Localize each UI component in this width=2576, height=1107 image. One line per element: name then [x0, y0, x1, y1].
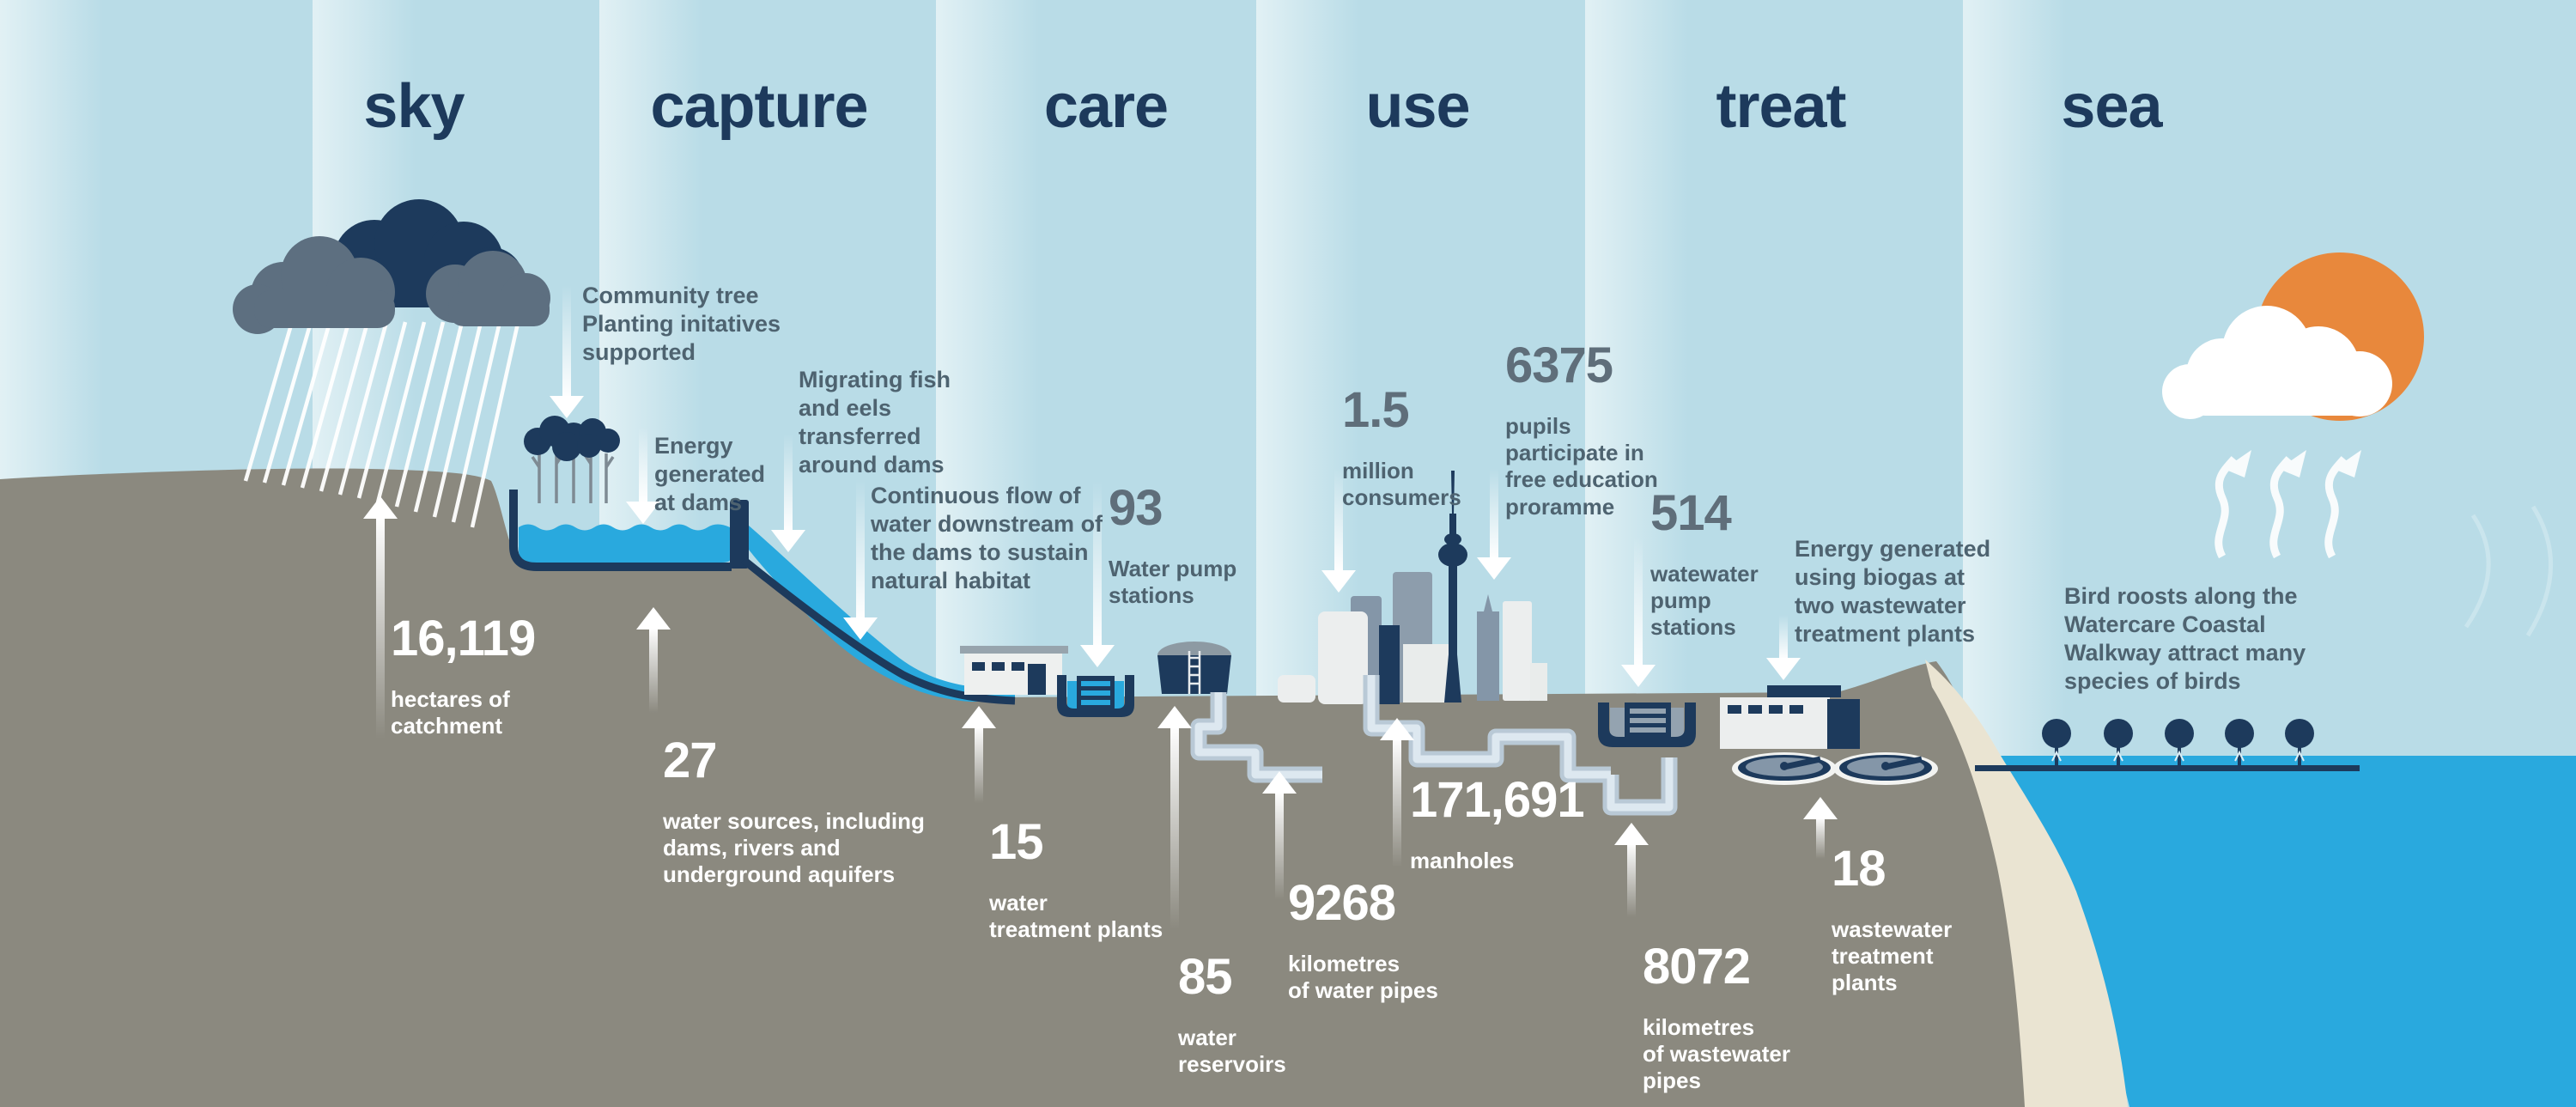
stat-water-treatment-plants-label: water treatment plants — [989, 890, 1163, 943]
stat-manholes: 171,691 manholes — [1410, 761, 1585, 890]
water-pump-station-icon — [1057, 675, 1134, 717]
stat-water-pump-stations-value: 93 — [1109, 480, 1163, 536]
stat-wastewater-pump-stations-value: 514 — [1650, 485, 1732, 541]
arrow-down-pupils — [1477, 468, 1511, 580]
callout-arrows — [363, 285, 1838, 929]
note-biogas: Energy generated using biogas at two was… — [1795, 536, 1991, 647]
arrow-down-biogas — [1766, 615, 1801, 680]
stat-wastewater-pipes-label: kilometres of wastewater pipes — [1643, 1014, 1790, 1094]
stat-water-reservoirs-value: 85 — [1178, 949, 1233, 1005]
stat-consumers: 1.5 million consumers — [1342, 371, 1461, 526]
arrow-up-ww-pipes — [1614, 823, 1649, 917]
sky-tower-icon — [1438, 471, 1467, 703]
rain-cloud-icon — [233, 199, 550, 528]
sea-cloud-icon — [2162, 306, 2392, 419]
arrow-up-water-pipes — [1262, 771, 1297, 900]
stat-pupils-label: pupils participate in free education pro… — [1505, 413, 1658, 520]
arrow-down-continuous-flow — [843, 479, 878, 640]
stat-catchment-label: hectares of catchment — [391, 686, 510, 739]
water-reservoir-tank-icon — [1157, 642, 1231, 694]
evaporation-arrows-icon — [2215, 450, 2361, 559]
stat-consumers-value: 1.5 — [1342, 382, 1410, 438]
stat-water-treatment-plants: 15 water treatment plants — [989, 803, 1163, 958]
stat-wastewater-pipes-value: 8072 — [1643, 939, 1751, 994]
stat-wastewater-pipes: 8072 kilometres of wastewater pipes — [1643, 928, 1790, 1107]
stat-wastewater-pump-stations: 514 watewater pump stations — [1650, 474, 1759, 657]
arrow-down-community-tree — [550, 285, 584, 418]
section-header-care: care — [1043, 72, 1169, 141]
wastewater-treatment-plant-icon — [1720, 685, 1860, 749]
section-header-capture: capture — [650, 72, 868, 141]
stat-water-reservoirs: 85 water reservoirs — [1178, 938, 1286, 1093]
stat-consumers-label: million consumers — [1342, 458, 1461, 511]
arrow-up-catchment — [363, 496, 398, 739]
city-skyline-icon — [1278, 471, 1547, 704]
stat-water-sources-label: water sources, including dams, rivers an… — [663, 808, 925, 888]
arrow-up-reservoirs — [1157, 706, 1192, 929]
arrow-down-water-pump-stations — [1080, 481, 1115, 667]
arrow-down-ww-pump-stations — [1621, 537, 1656, 687]
coastal-walkway-icon — [1975, 719, 2360, 771]
stat-wastewater-treatment-plants: 18 wastewater treatment plants — [1832, 830, 1952, 1013]
water-treatment-plant-icon — [960, 646, 1068, 695]
stat-pupils: 6375 pupils participate in free educatio… — [1505, 326, 1658, 536]
stat-water-reservoirs-label: water reservoirs — [1178, 1025, 1286, 1078]
arrow-down-energy-dams — [626, 427, 660, 524]
note-bird-roosts: Bird roosts along the Watercare Coastal … — [2064, 583, 2306, 694]
stat-water-pipes-label: kilometres of water pipes — [1288, 951, 1438, 1004]
ground-terrain — [0, 468, 2028, 1107]
note-continuous-flow: Continuous flow of water downstream of t… — [871, 483, 1103, 593]
stat-wastewater-treatment-plants-value: 18 — [1832, 841, 1886, 897]
stat-water-sources-value: 27 — [663, 733, 718, 788]
stat-wastewater-treatment-plants-label: wastewater treatment plants — [1832, 916, 1953, 996]
stat-manholes-label: manholes — [1410, 848, 1515, 874]
arrow-up-ww-treatment-plants — [1803, 797, 1838, 859]
arrow-down-migrating-fish — [771, 434, 805, 552]
stat-water-sources: 27 water sources, including dams, rivers… — [663, 721, 925, 904]
stat-pupils-value: 6375 — [1505, 338, 1613, 393]
section-header-use: use — [1365, 72, 1470, 141]
section-header-treat: treat — [1716, 72, 1846, 141]
planted-trees-icon — [524, 416, 620, 503]
sea — [2001, 756, 2576, 1107]
section-header-sky: sky — [363, 72, 465, 141]
wastewater-pump-station-icon — [1598, 703, 1696, 747]
underground-pipes-icon — [1190, 675, 1678, 816]
note-migrating-fish: Migrating fish and eels transferred arou… — [799, 367, 951, 477]
clarifier-tanks-icon — [1732, 752, 1938, 785]
arrow-up-treatment-plants — [962, 706, 996, 803]
beach — [1925, 660, 2128, 1107]
stat-wastewater-pump-stations-label: watewater pump stations — [1650, 561, 1759, 641]
stat-water-pump-stations-label: Water pump stations — [1109, 556, 1237, 609]
stat-manholes-value: 171,691 — [1410, 772, 1585, 828]
stat-water-pipes: 9268 kilometres of water pipes — [1288, 864, 1438, 1019]
arrow-up-manholes — [1380, 718, 1414, 867]
arrow-up-water-sources — [636, 607, 671, 713]
dam-reservoir-icon — [509, 490, 1016, 705]
stat-catchment: 16,119 hectares of catchment — [391, 599, 536, 755]
arrow-down-consumers — [1321, 468, 1356, 593]
stat-catchment-value: 16,119 — [391, 611, 536, 666]
bird-roost-trees-icon — [2042, 719, 2314, 766]
stat-water-treatment-plants-value: 15 — [989, 814, 1044, 870]
stat-water-pipes-value: 9268 — [1288, 875, 1396, 931]
note-community-tree: Community tree Planting initatives suppo… — [582, 283, 781, 365]
note-energy-dams: Energy generated at dams — [654, 433, 766, 515]
stat-water-pump-stations: 93 Water pump stations — [1109, 469, 1236, 624]
section-header-sea: sea — [2061, 72, 2162, 141]
